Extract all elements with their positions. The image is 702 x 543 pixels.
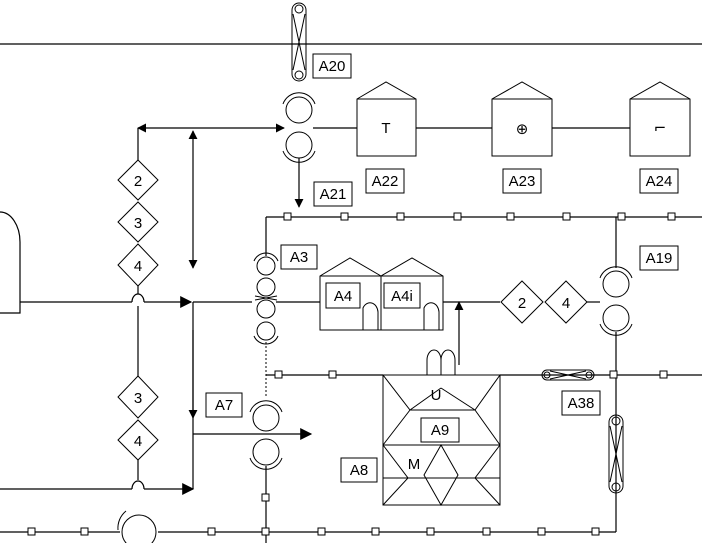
roller-pair-top	[282, 92, 316, 163]
conveyor-a38	[541, 369, 595, 381]
roller-stack-a3	[253, 252, 279, 345]
label-a22: A22	[372, 173, 399, 190]
rail-middle-markers	[274, 370, 668, 379]
roller-pair-a7	[249, 400, 283, 470]
label-box-a38	[561, 390, 601, 416]
label-box-a4	[325, 282, 361, 309]
label-a9: A9	[431, 422, 449, 439]
label-a24: A24	[646, 173, 673, 190]
label-a3: A3	[290, 249, 308, 266]
a7-marker	[261, 493, 270, 502]
label-a38: A38	[568, 395, 595, 412]
house-a22	[356, 81, 417, 157]
label-box-a9	[420, 417, 460, 443]
a9-bottom-letter: M	[408, 456, 421, 473]
crossover-lower	[131, 480, 145, 490]
diamond-left-1: 2	[117, 159, 159, 201]
rail-upper-markers	[283, 212, 676, 221]
svg-text:4: 4	[134, 433, 142, 450]
label-a21: A21	[320, 186, 347, 203]
label-box-a24	[639, 168, 679, 194]
label-box-a3	[280, 244, 318, 270]
label-box-a20	[312, 53, 352, 79]
roller-pair-a19	[599, 266, 633, 336]
diamond-left-2: 3	[117, 201, 159, 243]
diamond-left-5: 4	[117, 419, 159, 461]
roller-bottom-left	[117, 510, 157, 543]
a9-top-letter: U	[431, 387, 442, 404]
svg-text:4: 4	[562, 295, 570, 312]
machine-a9	[382, 349, 501, 507]
svg-text:4: 4	[134, 258, 142, 275]
diamond-left-3: 4	[117, 243, 159, 287]
label-box-a21	[313, 181, 353, 207]
a24-symbol: ⌐	[654, 119, 667, 137]
rail-bottom-markers	[27, 527, 600, 536]
label-box-a23	[502, 168, 542, 194]
label-a23: A23	[509, 173, 536, 190]
label-box-a4i	[383, 282, 421, 309]
label-a4: A4	[334, 288, 352, 305]
a23-symbol: ⊕	[516, 120, 529, 138]
left-building-edge	[0, 211, 21, 314]
diamond-right-1: 2	[500, 280, 544, 324]
a22-letter: T	[381, 120, 390, 137]
label-a4i: A4i	[391, 288, 413, 305]
svg-text:3: 3	[134, 390, 142, 407]
label-box-a22	[365, 168, 405, 194]
label-a8: A8	[350, 462, 368, 479]
conveyor-a20	[291, 2, 307, 82]
label-box-a7	[205, 392, 243, 418]
house-a24	[629, 81, 691, 157]
crossover-upper	[131, 293, 145, 303]
conveyor-right-vertical	[608, 414, 624, 494]
label-a7: A7	[215, 397, 233, 414]
label-box-a8	[340, 457, 378, 483]
label-a19: A19	[646, 250, 673, 267]
diamond-left-4: 3	[117, 375, 159, 419]
svg-text:2: 2	[518, 295, 526, 312]
house-a23	[491, 81, 553, 157]
label-box-a19	[639, 245, 679, 271]
label-a20: A20	[319, 58, 346, 75]
diamond-right-2: 4	[544, 280, 588, 324]
svg-text:3: 3	[134, 215, 142, 232]
svg-text:2: 2	[134, 173, 142, 190]
